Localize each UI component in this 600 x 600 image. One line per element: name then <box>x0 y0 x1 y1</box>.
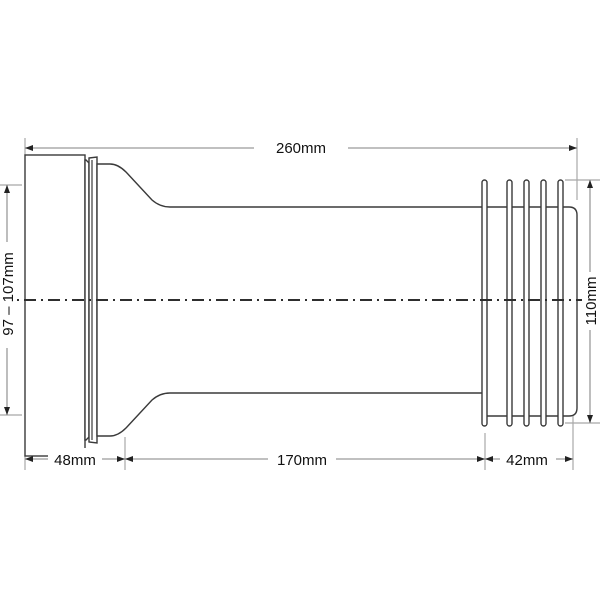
sealing-fins <box>481 179 564 427</box>
dimension-body-length: 170mm <box>125 448 485 470</box>
label-body-length: 170mm <box>277 452 327 469</box>
label-overall-length: 260mm <box>276 140 326 157</box>
inlet-socket <box>24 154 98 457</box>
label-fin-length: 42mm <box>506 452 548 469</box>
dimension-socket-length: 48mm <box>25 448 125 470</box>
dimension-outlet-diameter: 110mm <box>582 180 600 423</box>
dimension-overall-length: 260mm <box>25 136 577 158</box>
label-inlet-diameter: 97 – 107mm <box>0 252 17 335</box>
dimension-inlet-diameter: 97 – 107mm <box>0 185 17 415</box>
label-outlet-diameter: 110mm <box>583 277 600 326</box>
label-socket-length: 48mm <box>54 452 96 469</box>
dimension-fin-length: 42mm <box>485 448 573 470</box>
